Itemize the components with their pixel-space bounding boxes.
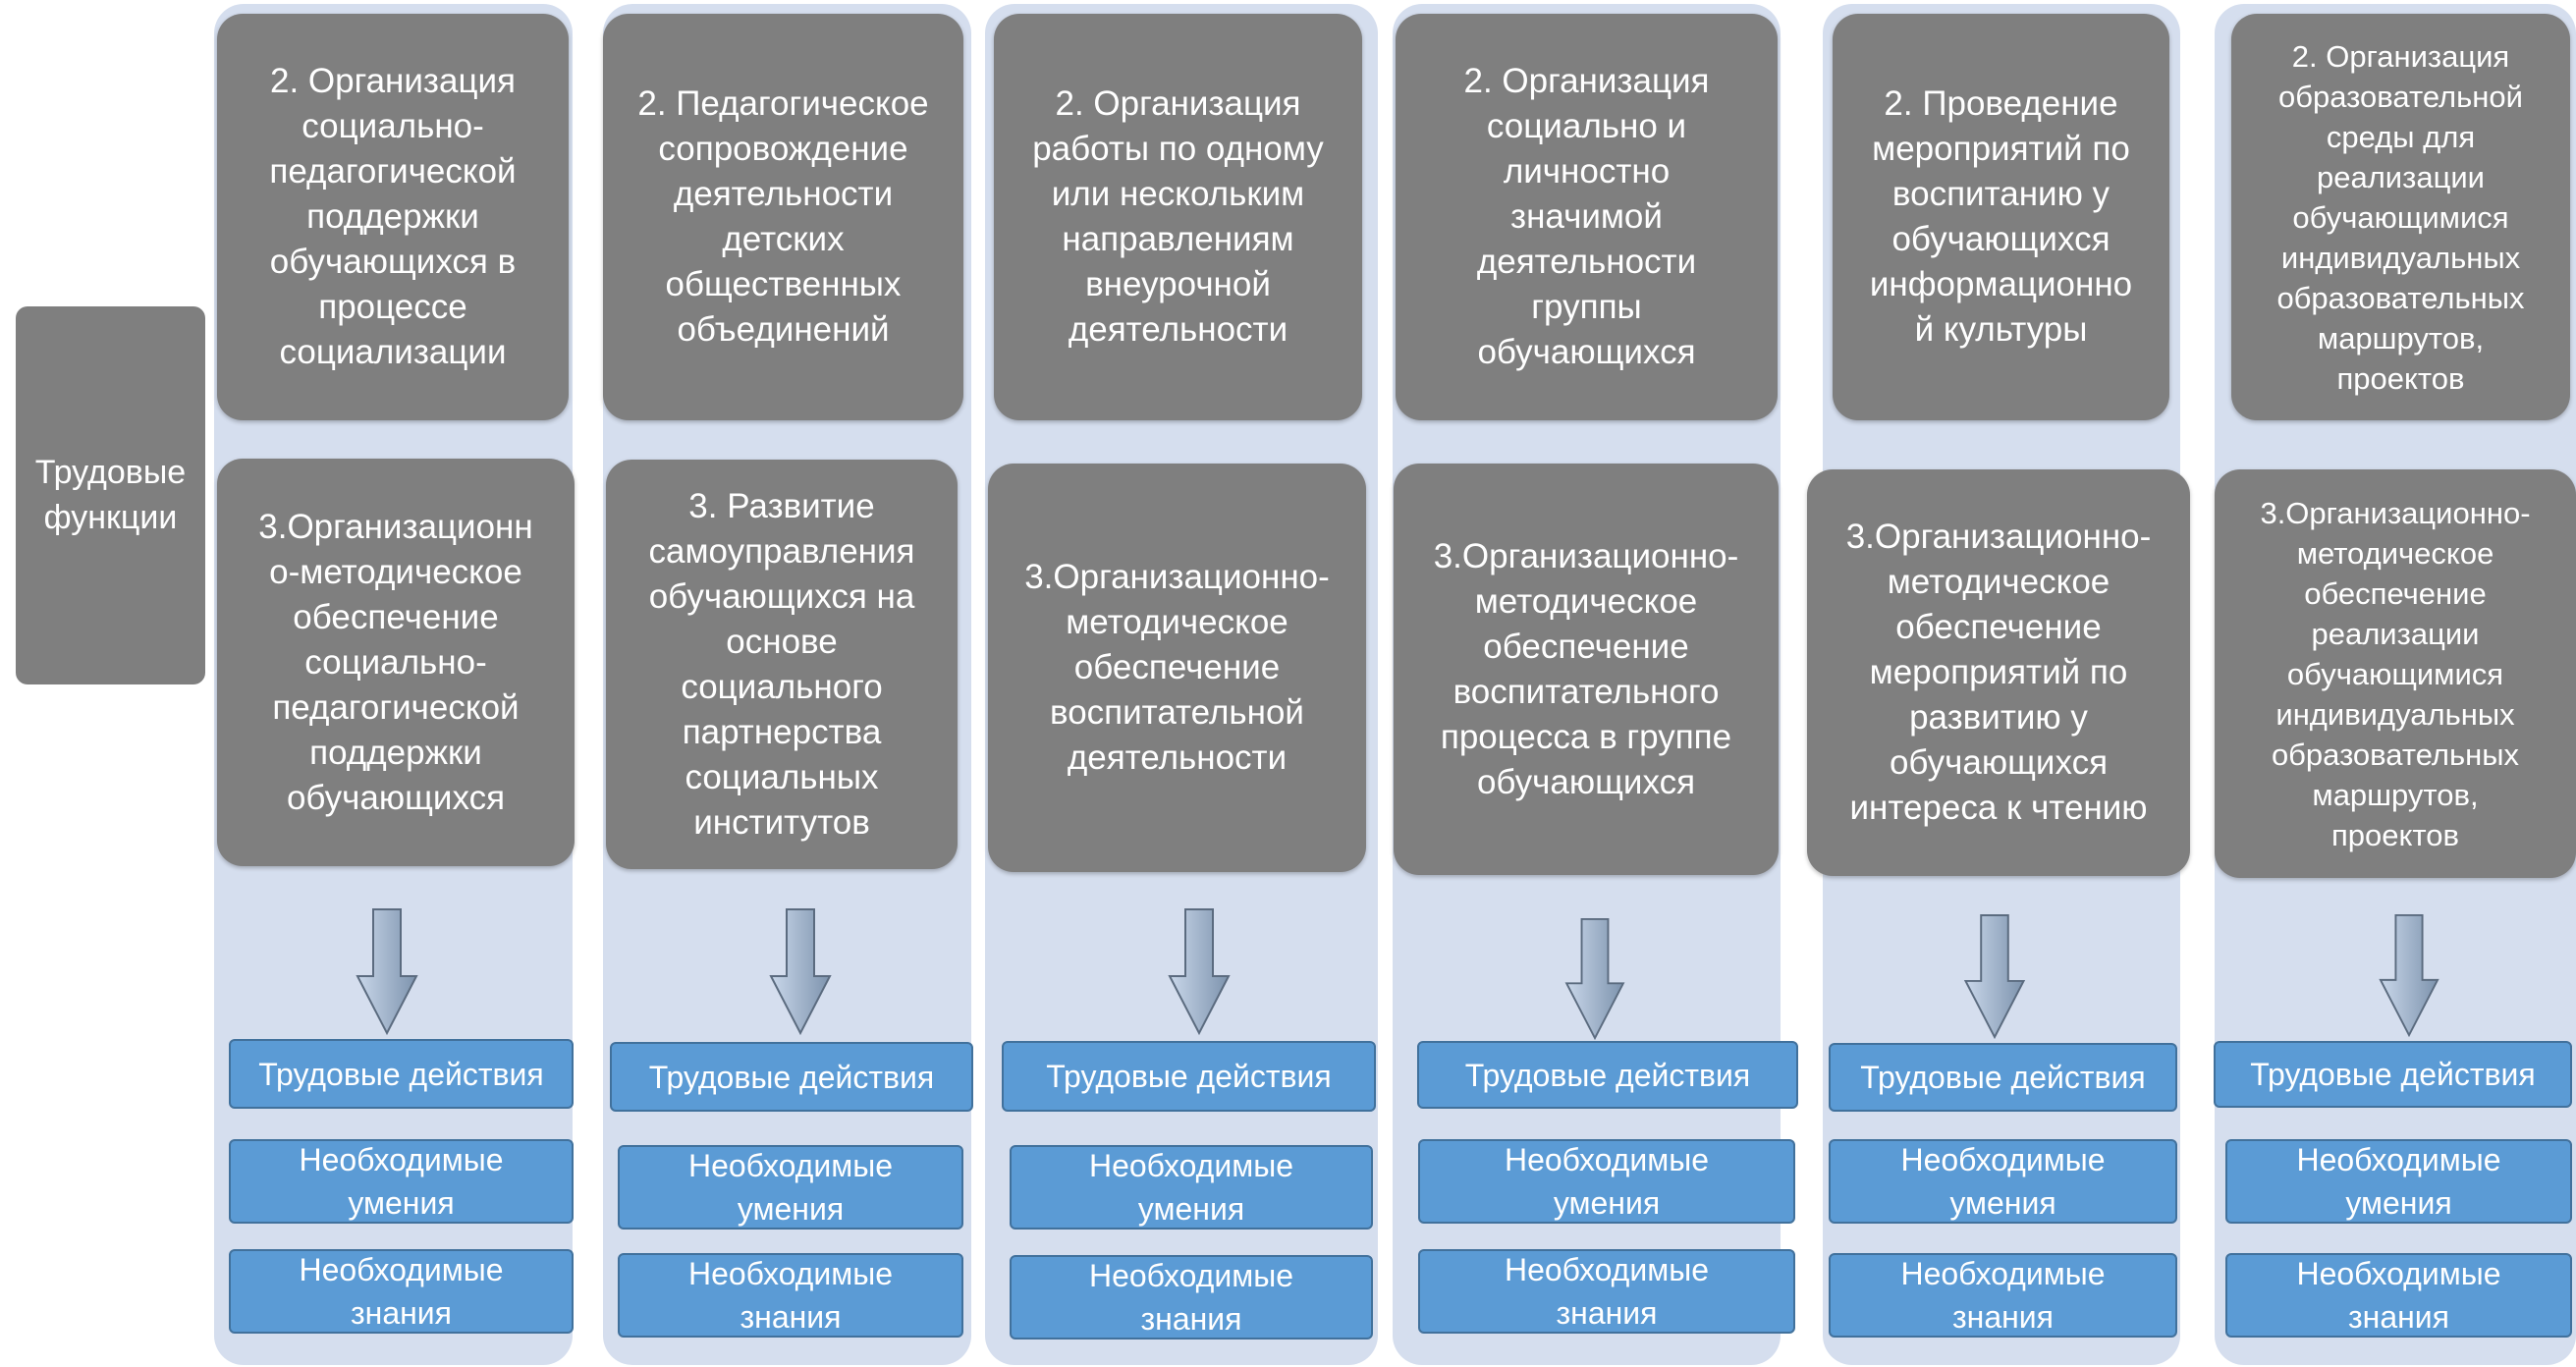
function-3-card: 3.Организационно- методическое обеспечен… bbox=[1394, 464, 1779, 875]
function-3-card: 3.Организационно- методическое обеспечен… bbox=[988, 464, 1366, 872]
required-skills-button[interactable]: Необходимые умения bbox=[618, 1145, 963, 1230]
function-3-card: 3.Организационн о-методическое обеспечен… bbox=[217, 459, 575, 866]
function-2-card: 2. Организация образовательной среды для… bbox=[2231, 14, 2570, 420]
labor-actions-button[interactable]: Трудовые действия bbox=[2214, 1041, 2572, 1108]
function-2-card: 2. Организация социально- педагогической… bbox=[217, 14, 569, 420]
required-skills-button[interactable]: Необходимые умения bbox=[2225, 1139, 2572, 1224]
required-skills-button[interactable]: Необходимые умения bbox=[1829, 1139, 2177, 1224]
function-3-card: 3.Организационно- методическое обеспечен… bbox=[1807, 469, 2190, 876]
function-2-card: 2. Организация социально и личностно зна… bbox=[1396, 14, 1778, 420]
function-2-card: 2. Проведение мероприятий по воспитанию … bbox=[1833, 14, 2169, 420]
required-knowledge-button[interactable]: Необходимые знания bbox=[1829, 1253, 2177, 1338]
labor-actions-button[interactable]: Трудовые действия bbox=[610, 1042, 973, 1112]
required-skills-button[interactable]: Необходимые умения bbox=[1418, 1139, 1795, 1224]
down-arrow-icon bbox=[769, 908, 832, 1036]
labor-actions-button[interactable]: Трудовые действия bbox=[1417, 1041, 1798, 1109]
labor-actions-button[interactable]: Трудовые действия bbox=[1829, 1043, 2177, 1112]
required-knowledge-button[interactable]: Необходимые знания bbox=[1418, 1249, 1795, 1334]
labor-functions-label: Трудовые функции bbox=[16, 306, 205, 684]
required-knowledge-button[interactable]: Необходимые знания bbox=[229, 1249, 574, 1334]
required-knowledge-button[interactable]: Необходимые знания bbox=[2225, 1253, 2572, 1338]
function-3-card: 3. Развитие самоуправления обучающихся н… bbox=[606, 460, 958, 869]
function-2-card: 2. Организация работы по одному или неск… bbox=[994, 14, 1362, 420]
down-arrow-icon bbox=[2379, 913, 2439, 1038]
down-arrow-icon bbox=[1963, 913, 2026, 1040]
down-arrow-icon bbox=[356, 908, 418, 1036]
down-arrow-icon bbox=[1168, 908, 1231, 1036]
required-knowledge-button[interactable]: Необходимые знания bbox=[1010, 1255, 1373, 1340]
required-skills-button[interactable]: Необходимые умения bbox=[229, 1139, 574, 1224]
function-2-card: 2. Педагогическое сопровождение деятельн… bbox=[603, 14, 963, 420]
labor-actions-button[interactable]: Трудовые действия bbox=[229, 1039, 574, 1109]
down-arrow-icon bbox=[1564, 917, 1625, 1041]
function-3-card: 3.Организационно- методическое обеспечен… bbox=[2215, 469, 2576, 878]
required-skills-button[interactable]: Необходимые умения bbox=[1010, 1145, 1373, 1230]
required-knowledge-button[interactable]: Необходимые знания bbox=[618, 1253, 963, 1338]
labor-actions-button[interactable]: Трудовые действия bbox=[1002, 1041, 1376, 1112]
